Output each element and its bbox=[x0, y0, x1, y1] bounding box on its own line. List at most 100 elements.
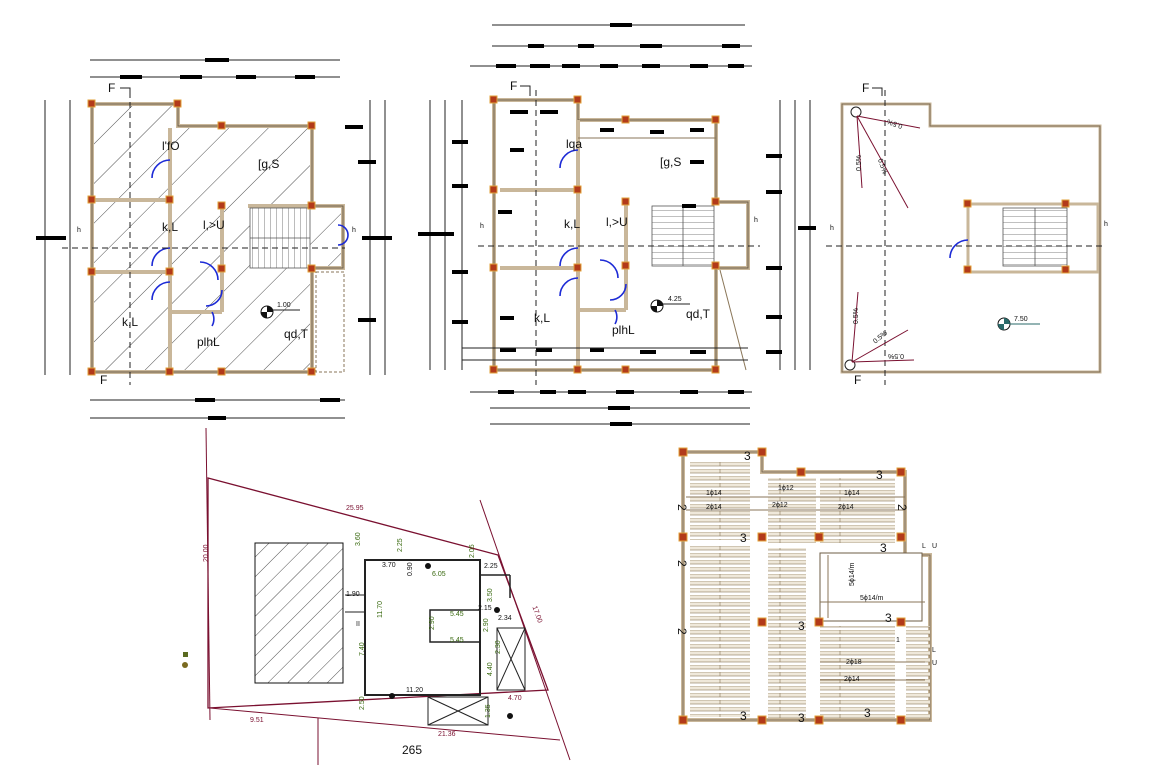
plan-a-section-bottom: F bbox=[100, 373, 107, 387]
slab-3-b: 3 bbox=[876, 468, 883, 482]
site-dim-25: 1.35 bbox=[485, 704, 492, 718]
slab-3-i: 3 bbox=[864, 706, 871, 720]
svg-text:7.50: 7.50 bbox=[1014, 316, 1028, 323]
plan-c-level-mark: 7.50 bbox=[997, 316, 1040, 331]
site-dim-18: 2.90 bbox=[483, 618, 490, 632]
roof-slope-3: 0.5% bbox=[876, 158, 888, 175]
site-dim-4: 2.25 bbox=[397, 538, 404, 552]
svg-text:4.25: 4.25 bbox=[668, 296, 682, 303]
plan-b-section-top: F bbox=[510, 79, 517, 93]
site-dim-20: 7.40 bbox=[359, 642, 366, 656]
site-dim-12: 5.45 bbox=[450, 611, 464, 618]
plan-a-room-5: k,L bbox=[122, 315, 138, 329]
slab-3-e: 3 bbox=[798, 619, 805, 633]
site-label-ii: II bbox=[356, 621, 360, 628]
plan-a-room-4: l,>U bbox=[203, 218, 225, 232]
plan-b-room-5: k,L bbox=[534, 311, 550, 325]
svg-text:1.00: 1.00 bbox=[277, 302, 291, 309]
plan-a-section-top: F bbox=[108, 81, 115, 95]
plan-b-room-7: qd,T bbox=[686, 307, 711, 321]
slab-2-c: 2 bbox=[675, 628, 689, 635]
plan-a-room-3: k,L bbox=[162, 220, 178, 234]
slab-rebar-7: 5ϕ14/m bbox=[849, 562, 856, 586]
plan-c-roof: 0.5% 0.5% 0.5% 0.5% 0.5% 0.5% F F h h 7.… bbox=[826, 81, 1108, 387]
roof-slope-1: 0.5% bbox=[886, 117, 903, 129]
slab-plan: 3 3 3 3 3 3 3 3 3 2 2 2 2 1ϕ14 1ϕ12 1ϕ14… bbox=[675, 447, 937, 725]
slab-rebar-3: 1ϕ14 bbox=[844, 490, 860, 497]
plan-b-axis-left: h bbox=[480, 223, 484, 230]
plan-a-room-1: l'fO bbox=[162, 139, 180, 153]
site-dim-2: 20.00 bbox=[203, 544, 210, 562]
slab-rebar-6: 2ϕ14 bbox=[838, 504, 854, 511]
site-dim-16: 17.00 bbox=[531, 605, 544, 624]
slab-3-c: 3 bbox=[740, 531, 747, 545]
plan-b-axis-right: h bbox=[754, 217, 758, 224]
slab-mark-l2: L bbox=[932, 647, 936, 654]
site-dim-17: 2.90 bbox=[429, 616, 436, 630]
plan-a-axis-right: h bbox=[352, 227, 356, 234]
slab-3-d: 3 bbox=[880, 541, 887, 555]
slab-rebar-10: 2ϕ14 bbox=[844, 676, 860, 683]
plan-a-room-2: [g,S bbox=[258, 157, 279, 171]
plan-c-axis-right: h bbox=[1104, 221, 1108, 228]
site-dim-28: 21.36 bbox=[438, 731, 456, 738]
plan-b-first-floor: F h h lqa [g,S k,L l,>U k,L plhL qd,T 4.… bbox=[418, 23, 816, 426]
plan-b-room-4: l,>U bbox=[606, 215, 628, 229]
roof-slope-2: 0.5% bbox=[856, 155, 863, 171]
plan-a-room-6: plhL bbox=[197, 335, 220, 349]
plan-b-room-2: [g,S bbox=[660, 155, 681, 169]
site-dim-23: 4.40 bbox=[487, 662, 494, 676]
site-dim-19: 5.45 bbox=[450, 637, 464, 644]
plan-c-section-top: F bbox=[862, 81, 869, 95]
plan-a-level-mark: 1.00 bbox=[260, 302, 300, 319]
plan-b-room-1: lqa bbox=[566, 137, 582, 151]
site-dim-24: 4.70 bbox=[508, 695, 522, 702]
site-dim-27: 9.51 bbox=[250, 717, 264, 724]
site-dim-6: 3.70 bbox=[382, 562, 396, 569]
slab-mark-l1: L bbox=[922, 543, 926, 550]
site-dim-11: 11.70 bbox=[377, 601, 384, 618]
site-dim-13: 3.50 bbox=[487, 588, 494, 602]
site-dim-9: 2.25 bbox=[484, 563, 498, 570]
slab-3-a: 3 bbox=[744, 449, 751, 463]
slab-rebar-1: 1ϕ14 bbox=[706, 490, 722, 497]
slab-2-d: 2 bbox=[895, 504, 909, 511]
slab-rebar-2: 1ϕ12 bbox=[778, 485, 794, 492]
site-dim-7: 0.90 bbox=[407, 562, 414, 576]
slab-2-b: 2 bbox=[675, 560, 689, 567]
roof-slope-4: 0.5% bbox=[853, 308, 860, 324]
plan-b-room-6: plhL bbox=[612, 323, 635, 337]
slab-rebar-8: 5ϕ14/m bbox=[860, 595, 884, 602]
site-plan: 25.95 20.00 3.60 2.25 2.05 3.70 0.90 6.0… bbox=[182, 427, 571, 765]
slab-rebar-4: 2ϕ14 bbox=[706, 504, 722, 511]
slab-3-g: 3 bbox=[740, 709, 747, 723]
site-dim-26: 2.50 bbox=[359, 696, 366, 710]
slab-rebar-5: 2ϕ12 bbox=[772, 502, 788, 509]
site-dim-14: 2.15 bbox=[478, 605, 492, 612]
site-dim-5: 2.05 bbox=[469, 544, 476, 558]
slab-3-h: 3 bbox=[798, 711, 805, 725]
site-dim-8: 6.05 bbox=[432, 571, 446, 578]
slab-3-f: 3 bbox=[885, 611, 892, 625]
roof-slope-5: 0.5% bbox=[872, 330, 889, 346]
plan-b-room-3: k,L bbox=[564, 217, 580, 231]
site-dim-1: 25.95 bbox=[346, 505, 364, 512]
site-dim-22: 11.20 bbox=[406, 687, 423, 694]
plan-a-ground-floor: F F h h l'fO [g,S k,L l,>U k,L plhL qd,T… bbox=[36, 58, 392, 420]
site-dim-15: 2.34 bbox=[498, 615, 512, 622]
slab-mark-1: 1 bbox=[896, 637, 900, 644]
plan-a-room-7: qd,T bbox=[284, 327, 309, 341]
site-dim-3: 3.60 bbox=[355, 532, 362, 546]
slab-rebar-9: 2ϕ18 bbox=[846, 659, 862, 666]
slab-mark-u1: U bbox=[932, 543, 937, 550]
plan-b-level-mark: 4.25 bbox=[650, 296, 690, 313]
site-dim-21: 2.30 bbox=[495, 640, 502, 654]
site-dim-10: 1.90 bbox=[346, 591, 360, 598]
slab-2-a: 2 bbox=[675, 504, 689, 511]
slab-mark-u2: U bbox=[932, 660, 937, 667]
plan-c-section-bottom: F bbox=[854, 373, 861, 387]
plan-a-axis-left: h bbox=[77, 227, 81, 234]
plan-c-axis-left: h bbox=[830, 225, 834, 232]
site-area: 265 bbox=[402, 743, 422, 757]
